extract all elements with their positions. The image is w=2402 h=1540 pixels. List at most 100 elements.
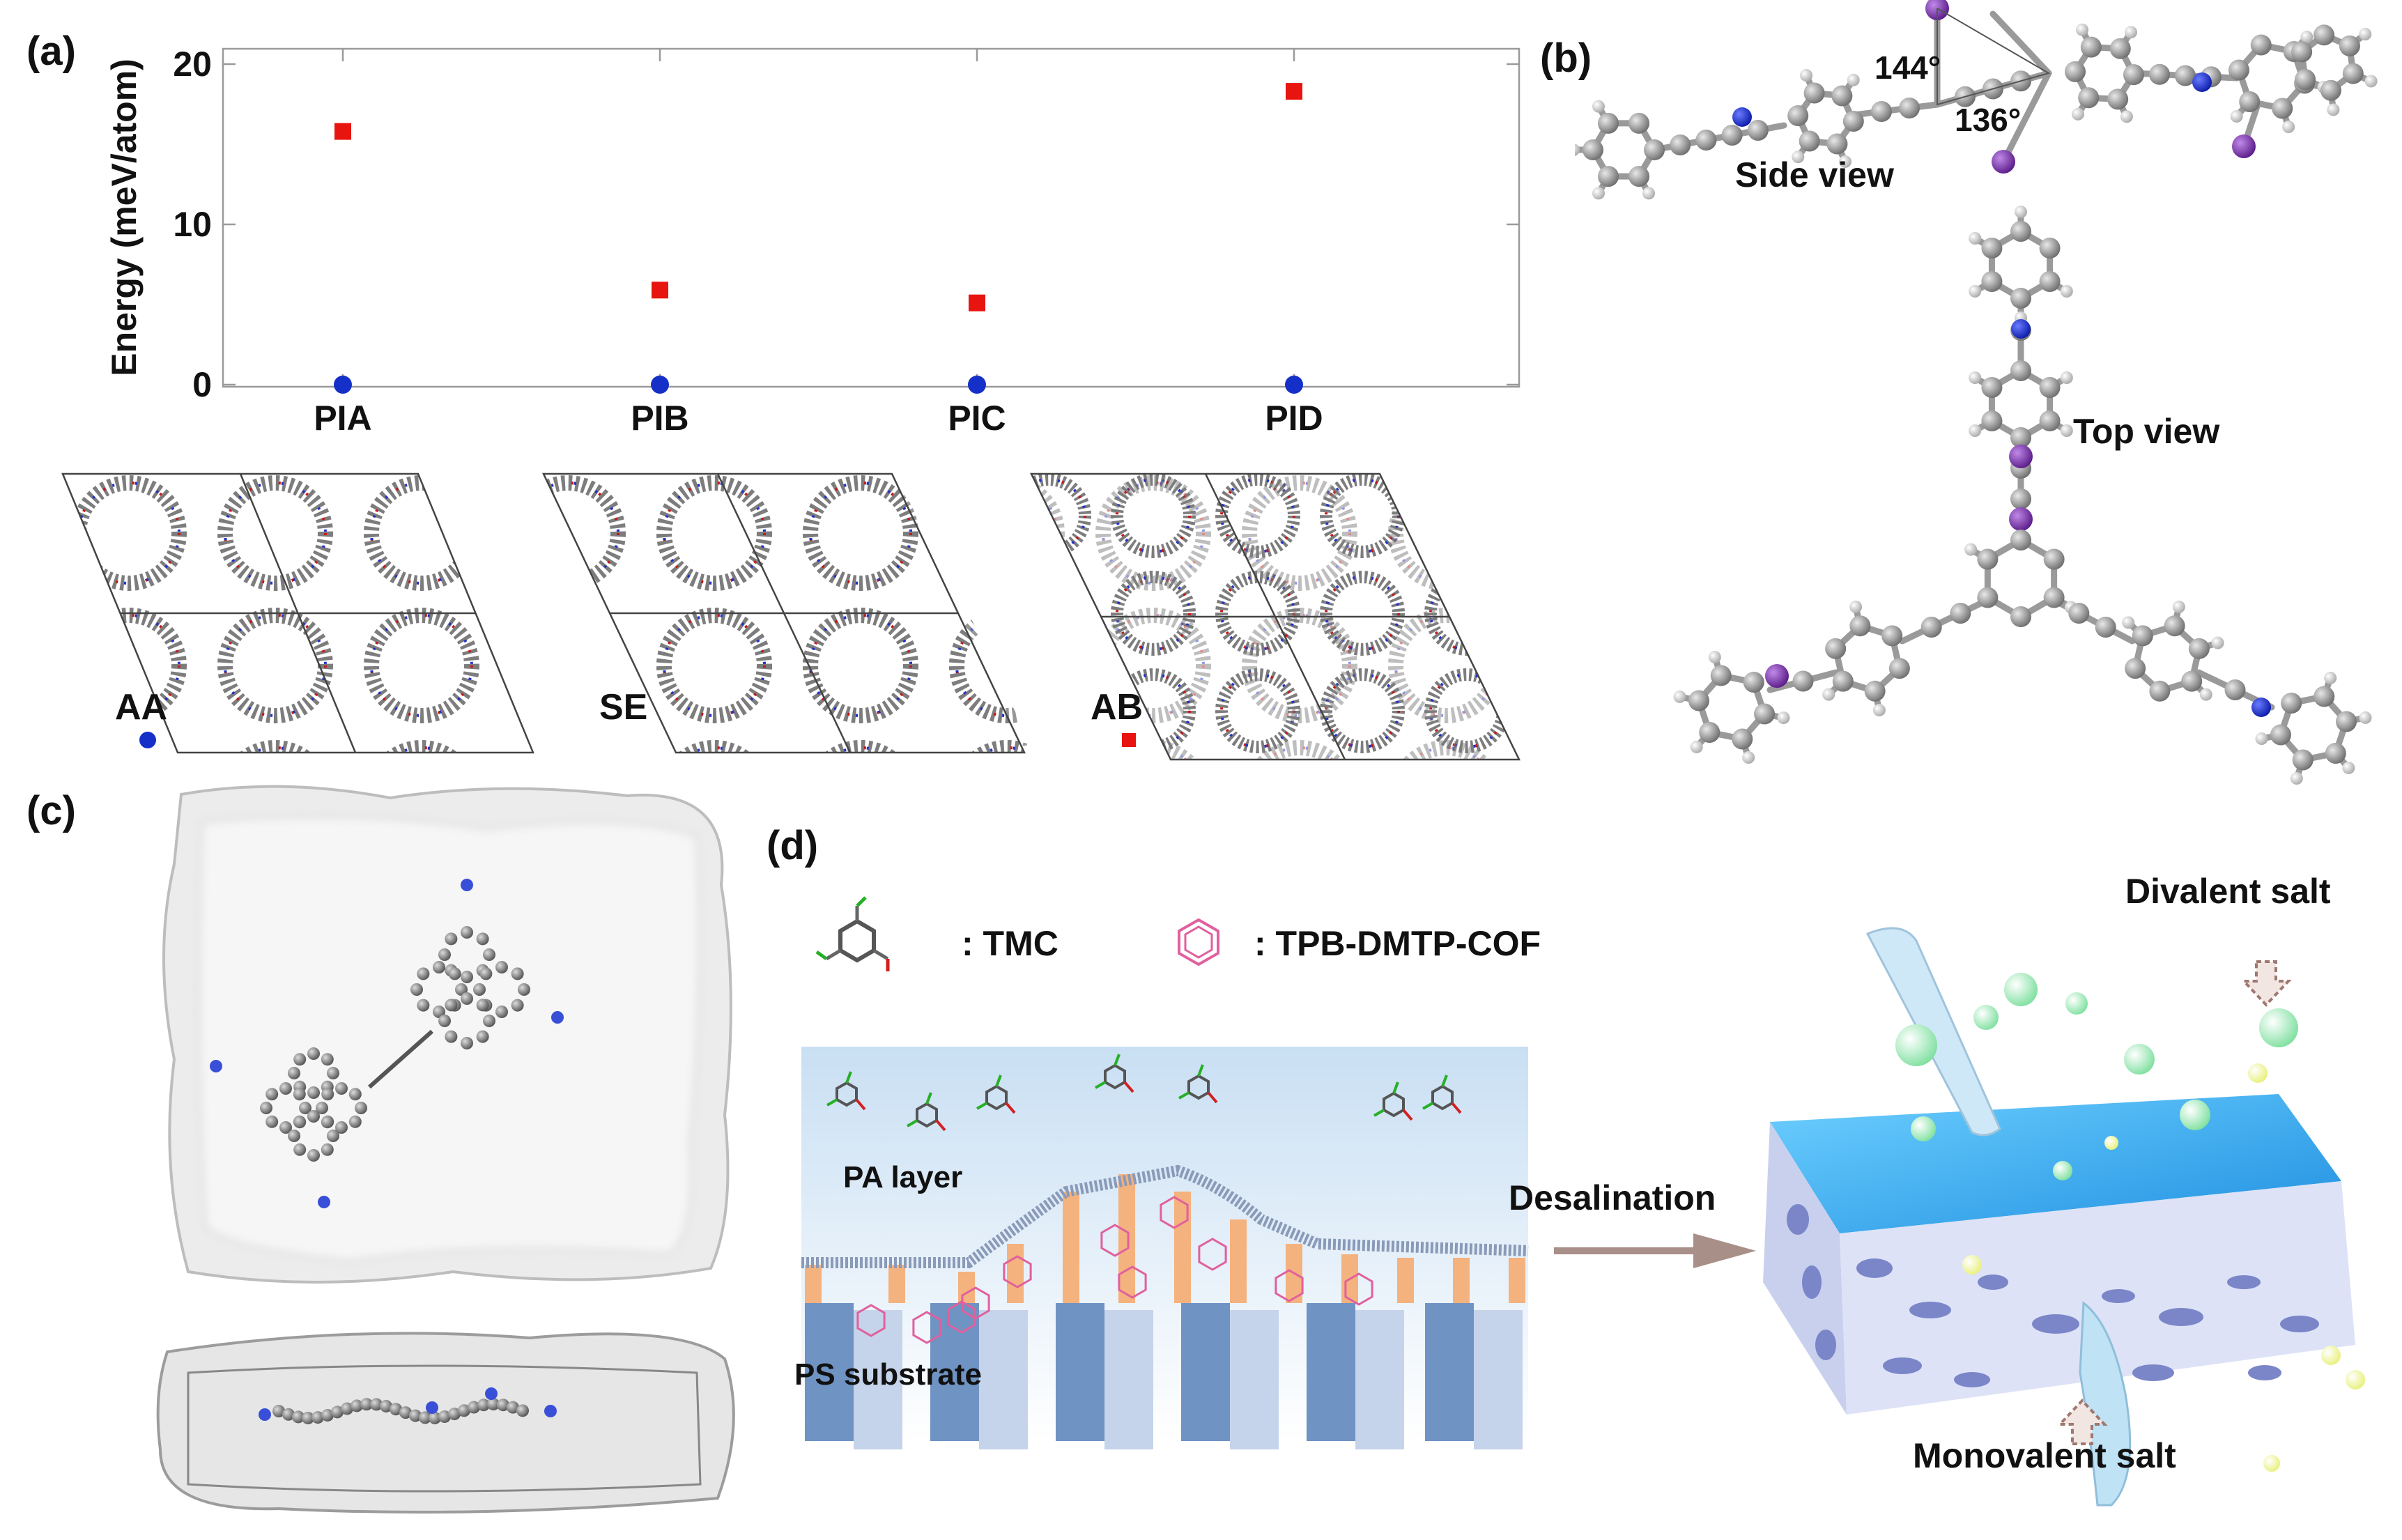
carbon-atom <box>1881 625 1903 647</box>
md-atom <box>299 1102 311 1114</box>
md-atom <box>307 1110 320 1123</box>
panel-label-a: (a) <box>26 29 76 74</box>
cof-hexagon <box>1100 1224 1130 1257</box>
carbon-atom <box>2010 360 2031 381</box>
membrane-pore <box>2102 1289 2135 1303</box>
md-atom <box>307 1086 320 1099</box>
md-atom <box>316 1102 328 1114</box>
carbon-atom <box>2228 59 2249 81</box>
carbon-atom <box>1849 615 1871 637</box>
carbon-atom <box>2149 680 2171 702</box>
carbon-atom <box>2107 88 2129 110</box>
divalent-ion <box>1973 1005 1999 1030</box>
md-atom <box>455 983 468 996</box>
md-nitrogen <box>426 1401 438 1414</box>
carbon-atom <box>1710 665 1732 686</box>
md-atom <box>458 1404 470 1417</box>
molecule-structures <box>1575 0 2378 785</box>
pillar <box>1509 1258 1525 1303</box>
carbon-atom <box>1688 690 1709 711</box>
tmc-arm <box>935 1119 946 1132</box>
hydrogen-atom <box>2060 371 2073 384</box>
carbon-atom <box>2039 377 2061 398</box>
md-atom <box>445 932 458 946</box>
pillar <box>888 1265 905 1303</box>
md-nitrogen <box>318 1196 330 1208</box>
ps-substrate-light <box>979 1310 1028 1449</box>
carbon-atom <box>2065 61 2086 82</box>
divalent-ion <box>2065 992 2088 1015</box>
carbon-atom <box>1920 617 1942 638</box>
hydrogen-atom <box>1642 187 1655 200</box>
bond <box>1850 101 1941 118</box>
carbon-atom <box>2320 79 2341 101</box>
md-nitrogen <box>485 1387 498 1400</box>
y-tick-label: 20 <box>173 45 212 84</box>
tmc-arm <box>845 1071 852 1084</box>
hydrogen-atom <box>1592 187 1605 200</box>
md-atom <box>461 992 473 1005</box>
nitrogen-atom <box>1732 107 1752 127</box>
md-atom <box>380 1399 392 1412</box>
cof-hexagon <box>1118 1265 1147 1299</box>
divalent-down-arrow <box>2240 960 2292 1007</box>
md-atom <box>348 1115 362 1128</box>
tmc-arm <box>1123 1081 1134 1093</box>
panel-label-d: (d) <box>767 823 819 868</box>
data-point-circle <box>651 376 669 394</box>
md-atom <box>370 1398 383 1411</box>
cof-hexagon <box>1344 1272 1373 1306</box>
md-atom <box>335 1082 348 1095</box>
md-atom <box>293 1053 307 1066</box>
tmc-arm <box>1441 1075 1448 1087</box>
carbon-atom <box>2078 87 2100 109</box>
membrane-pore <box>2248 1365 2281 1380</box>
carbon-atom <box>1977 587 1999 608</box>
hydrogen-atom <box>2199 688 2212 701</box>
ps-substrate-light <box>854 1310 902 1449</box>
data-point-square <box>969 294 985 311</box>
carbon-atom <box>2270 724 2291 746</box>
pillar <box>1007 1244 1024 1303</box>
md-atom <box>302 1411 314 1424</box>
data-point-circle <box>334 376 352 394</box>
md-atom <box>293 1143 307 1156</box>
md-atom <box>307 1047 320 1060</box>
carbon-atom <box>1644 139 1665 160</box>
carbon-atom <box>1899 98 1920 118</box>
md-atom <box>292 1410 305 1424</box>
tmc-arm <box>1095 1081 1106 1089</box>
hydrogen-atom <box>2359 711 2372 724</box>
cof-hexagon <box>1198 1238 1227 1271</box>
carbon-atom <box>2010 288 2031 309</box>
divalent-ion <box>1895 1024 1937 1066</box>
md-atom <box>272 1405 285 1417</box>
carbon-atom <box>2339 35 2360 56</box>
nitrogen-atom <box>2251 698 2271 717</box>
hydrogen-atom <box>2072 107 2085 121</box>
y-tick-label: 0 <box>192 365 212 404</box>
hydrogen-atom <box>1969 371 1982 384</box>
md-atom <box>293 1116 307 1129</box>
carbon-atom <box>2109 38 2131 59</box>
md-atom <box>461 971 473 983</box>
hydrogen-atom <box>1742 751 1755 764</box>
carbon-atom <box>2164 615 2185 637</box>
md-atom <box>461 1037 473 1049</box>
md-atom <box>417 967 430 980</box>
md-atom <box>288 1067 300 1079</box>
hydrogen-atom <box>1792 151 1805 164</box>
carbon-atom <box>2080 36 2102 58</box>
tmc-arm <box>1197 1064 1204 1077</box>
panel-label-c: (c) <box>26 788 76 833</box>
carbon-atom <box>2342 63 2364 84</box>
angle-label-136: 136° <box>1955 102 2022 138</box>
plot-frame <box>222 47 1521 388</box>
hydrogen-atom <box>2122 616 2135 629</box>
tmc-legend-label: : TMC <box>962 924 1058 963</box>
ps-substrate-dark <box>1181 1303 1230 1441</box>
md-atom <box>495 1006 508 1018</box>
tmc-arm <box>995 1075 1002 1087</box>
md-atom <box>321 1408 334 1422</box>
ps-substrate-dark <box>1425 1303 1474 1441</box>
